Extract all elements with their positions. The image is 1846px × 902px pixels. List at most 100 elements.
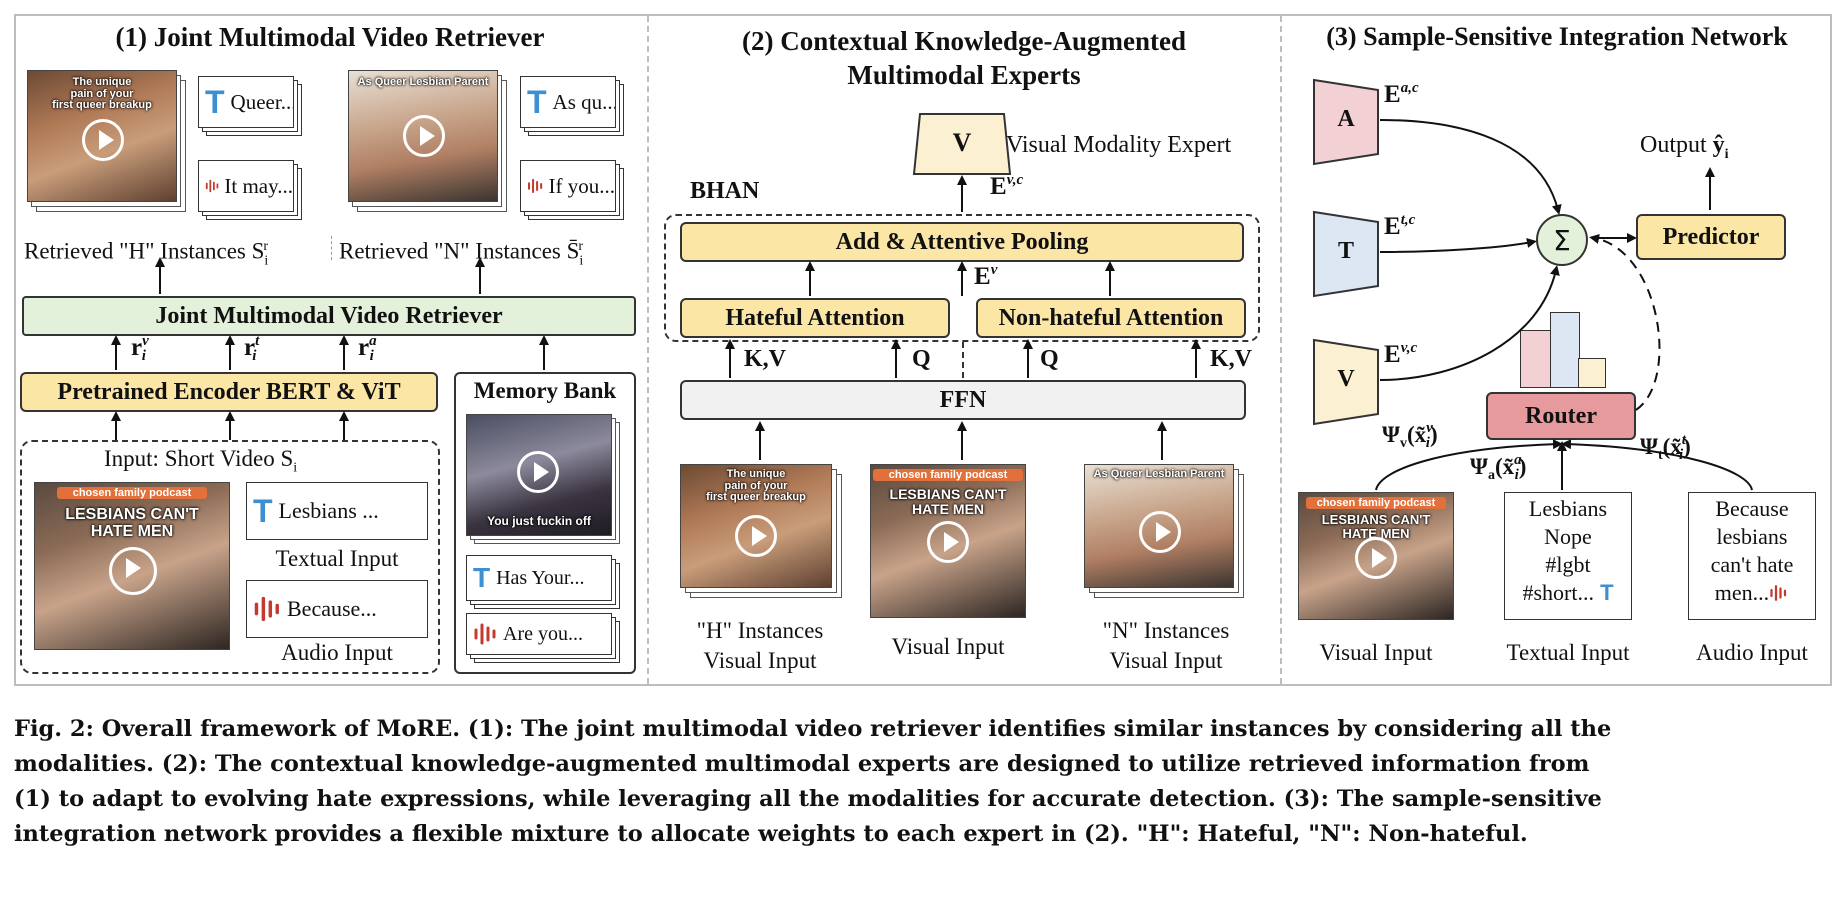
- output-label: Output ŷi: [1640, 132, 1729, 162]
- audio-input-label: Audio Input: [281, 640, 393, 665]
- visual-expert-shape-p3: [1313, 338, 1379, 426]
- arrow: [1379, 119, 1562, 215]
- audio-wave-icon: [254, 596, 279, 622]
- play-icon[interactable]: [82, 119, 124, 161]
- p3-visual-input-label: Visual Input: [1319, 640, 1433, 665]
- kv-label-left: K,V: [744, 346, 786, 372]
- e-v-label: Ev: [974, 262, 998, 290]
- caption-line: modalities. (2): The contextual knowledg…: [14, 751, 1590, 777]
- arrow: [1379, 238, 1537, 253]
- panel3-title: (3) Sample-Sensitive Integration Network: [1326, 22, 1788, 51]
- q-label-left: Q: [912, 346, 931, 372]
- retrieved-n-audio-card: If you...: [520, 160, 616, 212]
- psi-t-label: Ψt(x̃ti): [1640, 432, 1691, 463]
- e-v-c-label-p3: Ev,c: [1384, 340, 1418, 368]
- q-label-right: Q: [1040, 346, 1059, 372]
- arrow: [1379, 265, 1560, 381]
- bhan-divider: [962, 342, 964, 378]
- figure-caption: Fig. 2: Overall framework of MoRE. (1): …: [14, 712, 1832, 852]
- hateful-attention-box: Hateful Attention: [680, 298, 950, 338]
- router-weight-bar-a: [1520, 330, 1552, 388]
- play-icon[interactable]: [1139, 511, 1181, 553]
- video-caption: You just fuckin off: [487, 514, 591, 528]
- visual-input-label: Visual Input: [891, 634, 1005, 659]
- video-caption: As Queer Lesbian Parent: [1093, 468, 1225, 480]
- text-t-icon: T: [473, 562, 491, 593]
- audio-wave-icon: [528, 178, 543, 194]
- predictor-box: Predictor: [1636, 214, 1786, 260]
- text-expert-shape: [1313, 210, 1379, 298]
- arrows-layer: [111, 119, 1753, 491]
- memory-bank-title: Memory Bank: [473, 378, 617, 403]
- video-tag: chosen family podcast: [873, 469, 1023, 481]
- caption-line: Fig. 2: Overall framework of MoRE. (1): …: [14, 716, 1612, 742]
- n-instances-video: As Queer Lesbian Parent: [1084, 464, 1234, 588]
- arrow: [1375, 439, 1563, 491]
- sum-icon: Σ: [1536, 214, 1588, 266]
- retrieved-h-label: Retrieved "H" Instances Sir: [24, 238, 269, 269]
- input-video-group: [20, 440, 440, 674]
- video-tag: chosen family podcast: [57, 487, 207, 499]
- arrow: [1561, 439, 1753, 491]
- play-icon[interactable]: [517, 451, 559, 493]
- e-t-c-label: Et,c: [1384, 212, 1416, 240]
- r-v-label: rvi: [131, 333, 149, 364]
- play-icon[interactable]: [403, 115, 445, 157]
- ffn-box: FFN: [680, 380, 1246, 420]
- play-icon[interactable]: [1355, 537, 1397, 579]
- p3-audio-input-label: Audio Input: [1696, 640, 1808, 665]
- input-audio-card: Because...: [246, 580, 428, 638]
- kv-label-right: K,V: [1210, 346, 1252, 372]
- visual-expert-shape: [912, 113, 1012, 175]
- visual-expert-label: Visual Modality Expert: [1006, 132, 1232, 158]
- figure-frame: [14, 14, 1832, 686]
- router-weights-arrow: [1589, 233, 1661, 411]
- e-v-c-label: Ev,cv,c: [990, 172, 1024, 200]
- nonhateful-attention-box: Non-hateful Attention: [976, 298, 1246, 338]
- r-a-label: rai: [358, 333, 377, 364]
- play-icon[interactable]: [109, 547, 157, 595]
- audio-expert-shape: [1313, 78, 1379, 166]
- retrieved-n-label: Retrieved "N" Instances S̄ir: [339, 238, 584, 269]
- memory-video-thumb: You just fuckin off: [466, 414, 612, 536]
- r-t-label: rti: [244, 333, 260, 364]
- p3-textual-input-label: Textual Input: [1506, 640, 1630, 665]
- joint-retriever-box: Joint Multimodal Video Retriever: [22, 296, 636, 336]
- audio-wave-icon: [205, 179, 219, 193]
- bhan-label: BHAN: [690, 178, 760, 204]
- memory-bank-box: [454, 372, 636, 674]
- video-tag: chosen family podcast: [1306, 497, 1446, 509]
- panel-separator-2: [1280, 16, 1282, 684]
- text-t-icon: T: [527, 83, 547, 120]
- psi-v-label: Ψv,cv(x̃vi): [1382, 420, 1438, 451]
- play-icon[interactable]: [735, 515, 777, 557]
- play-icon[interactable]: [927, 521, 969, 563]
- text-t-icon: T: [253, 492, 273, 529]
- psi-a-label: Ψa(x̃ai): [1470, 452, 1527, 483]
- panel1-title: (1) Joint Multimodal Video Retriever: [115, 22, 545, 52]
- video-thumb-n1: As Queer Lesbian Parent: [348, 70, 498, 202]
- audio-wave-icon: [1770, 585, 1787, 601]
- add-attentive-pooling-box: Add & Attentive Pooling: [680, 222, 1244, 262]
- audio-wave-icon: [474, 623, 496, 645]
- textual-input-label: Textual Input: [275, 546, 399, 571]
- router-weight-bar-t: [1550, 312, 1580, 388]
- visual-expert-letter: V: [952, 128, 972, 157]
- expert-v-letter: V: [1337, 366, 1355, 392]
